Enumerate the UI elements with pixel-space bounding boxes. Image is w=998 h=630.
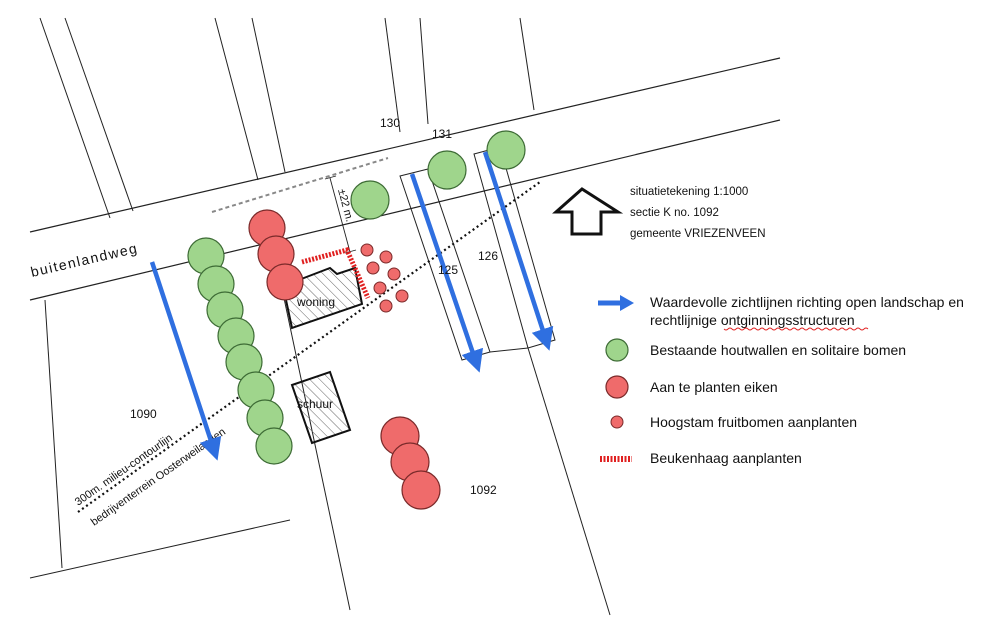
parcel-1090: 1090 (130, 407, 157, 421)
legend-fruit-symbol (610, 415, 624, 429)
parcel-130: 130 (380, 116, 400, 130)
legend-fruit-label: Hoogstam fruitbomen aanplanten (650, 414, 857, 430)
road-buitenlandweg (29, 57, 781, 301)
parcel-126: 126 (478, 249, 498, 263)
legend-oaks-symbol (605, 375, 629, 399)
parcel-1092: 1092 (470, 483, 497, 497)
legend: Waardevolle zichtlijnen richting open la… (598, 294, 964, 466)
oaks-to-plant (248, 209, 441, 510)
barn-label: schuur (297, 397, 333, 411)
legend-sightline-label-2: rechtlijnige ontginningsstructuren (650, 312, 855, 328)
reference-dashed-line (211, 157, 389, 213)
parcel-125: 125 (438, 263, 458, 277)
sightline-arrows (149, 151, 554, 461)
sightline-arrow-west (149, 261, 222, 461)
legend-sightline-symbol (598, 295, 634, 311)
spellcheck-underline (723, 327, 869, 331)
legend-oaks-label: Aan te planten eiken (650, 379, 778, 395)
barn-schuur (290, 370, 352, 445)
info-section: sectie K no. 1092 (630, 207, 719, 219)
info-scale: situatietekening 1:1000 (630, 186, 748, 198)
sightline-arrow-east (482, 151, 554, 351)
sightline-arrow-middle (409, 173, 484, 373)
parcel-131: 131 (432, 127, 452, 141)
upper-parcel-lines (39, 17, 535, 219)
legend-sightline-label: Waardevolle zichtlijnen richting open la… (650, 294, 964, 310)
fruit-trees (360, 243, 409, 313)
legend-existing-symbol (605, 338, 629, 362)
legend-hedge-label: Beukenhaag aanplanten (650, 450, 802, 466)
existing-trees (187, 130, 526, 465)
legend-existing-label: Bestaande houtwallen en solitaire bomen (650, 342, 906, 358)
beech-hedge (301, 247, 371, 300)
info-municipality: gemeente VRIEZENVEEN (630, 228, 766, 240)
road-label: buitenlandweg (29, 240, 140, 280)
north-arrow-icon (552, 187, 624, 236)
house-label: woning (296, 295, 335, 309)
